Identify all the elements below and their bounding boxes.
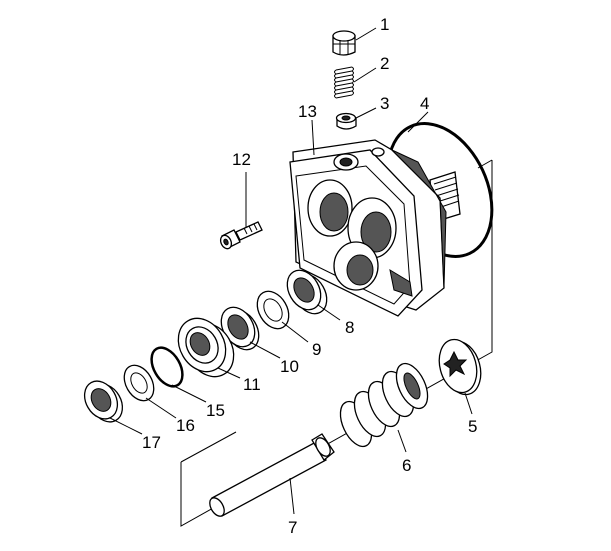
part-15-o-ring (150, 346, 184, 388)
label-part-10: 10 (280, 357, 299, 376)
part-11-seal-housing (177, 317, 235, 378)
part-12-bolt (219, 221, 263, 250)
label-part-17: 17 (142, 433, 161, 452)
part-6-spring (339, 362, 429, 448)
part-16-washer (123, 364, 155, 402)
label-part-6: 6 (402, 456, 411, 475)
part-3-nut (335, 112, 357, 130)
label-part-7: 7 (288, 518, 297, 537)
label-part-15: 15 (206, 401, 225, 420)
part-9-washer (256, 290, 290, 330)
part-1-cap (332, 30, 356, 56)
part-8-ring (286, 269, 328, 315)
label-part-16: 16 (176, 416, 195, 435)
label-part-11: 11 (243, 375, 261, 394)
part-17-ring (83, 380, 124, 423)
label-part-9: 9 (312, 340, 321, 359)
part-5-valve-plate (438, 338, 482, 396)
label-part-2: 2 (380, 54, 389, 73)
label-part-13: 13 (298, 102, 317, 121)
leader-lines (109, 27, 473, 515)
label-part-5: 5 (468, 417, 477, 436)
part-7-piston (209, 433, 335, 517)
label-part-1: 1 (380, 15, 389, 34)
label-part-8: 8 (345, 318, 354, 337)
label-part-12: 12 (232, 150, 251, 169)
part-labels: 1 2 3 4 13 12 8 9 10 11 15 16 17 5 6 7 (142, 15, 477, 537)
part-10-seal (220, 306, 260, 351)
label-part-3: 3 (380, 94, 389, 113)
label-part-4: 4 (420, 94, 429, 113)
part-2-spring (334, 66, 354, 99)
part-13-housing (289, 139, 461, 317)
